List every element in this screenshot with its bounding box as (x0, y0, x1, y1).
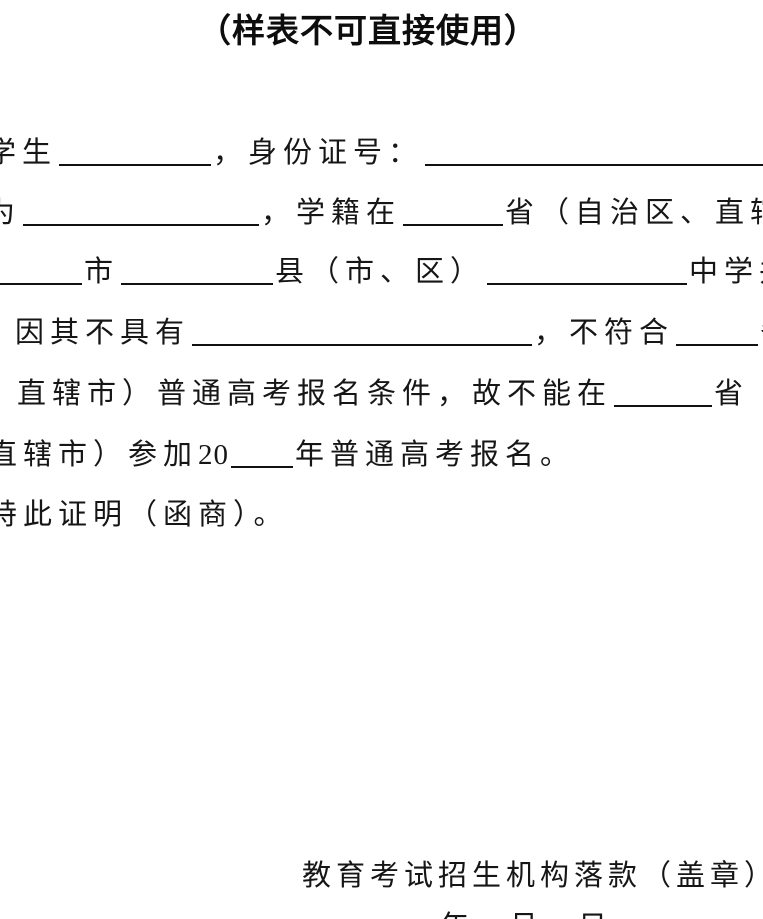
year-prefix: 20 (198, 439, 230, 471)
city-blank[interactable] (0, 253, 82, 285)
text-id-label: ，身份证号： (213, 135, 424, 169)
text-municipality-conditions: 直辖市）普通高考报名条件，故不能在 (17, 376, 613, 410)
county-blank[interactable] (121, 253, 274, 285)
text-hereby-certify: 特此证明（函商）。 (0, 497, 289, 531)
page-title: （样表不可直接使用） (198, 11, 538, 50)
text-participate: 直辖市）参加 (0, 437, 199, 471)
student-name-blank[interactable] (59, 134, 212, 166)
school-blank[interactable] (487, 253, 688, 285)
text-school-roll: ，学籍在 (261, 195, 402, 229)
text-not-meet: ，不符合 (534, 315, 675, 349)
identity-blank[interactable] (23, 194, 260, 226)
condition-blank[interactable] (192, 314, 533, 346)
text-city: 市 (84, 254, 120, 288)
text-because: 因其不具有 (15, 315, 191, 349)
text-province-label: 省（自治区、直辖 (505, 195, 763, 229)
body-line-6: 直辖市）参加20 年普通高考报名。 (0, 434, 575, 475)
text-student: 学生 (0, 135, 58, 169)
text-wei: 为 (0, 195, 22, 229)
exam-province-blank[interactable] (614, 375, 713, 407)
body-line-3: 市 县（市、区） 中学并 (0, 251, 763, 291)
date-line: 年月日 (440, 906, 647, 919)
body-line-7: 特此证明（函商）。 (0, 494, 289, 534)
province-blank[interactable] (403, 194, 504, 226)
text-registration: 年普通高考报名。 (295, 437, 576, 471)
target-province-blank[interactable] (676, 314, 759, 346)
text-sheng-2: 省 (714, 376, 750, 410)
text-county-label: 县（市、区） (275, 254, 486, 288)
id-number-blank[interactable] (425, 134, 763, 166)
signature-line: 教育考试招生机构落款（盖章） (302, 858, 763, 892)
year-blank[interactable] (231, 436, 294, 468)
body-line-5: 直辖市）普通高考报名条件，故不能在 省 (17, 373, 749, 413)
text-middle-school: 中学并 (689, 254, 763, 288)
body-line-2: 为 ，学籍在 省（自治区、直辖 (0, 192, 763, 232)
body-line-4: 因其不具有 ，不符合 省 (15, 312, 763, 352)
text-sheng: 省 (760, 315, 763, 349)
body-line-1: 学生 ，身份证号： (0, 132, 763, 172)
